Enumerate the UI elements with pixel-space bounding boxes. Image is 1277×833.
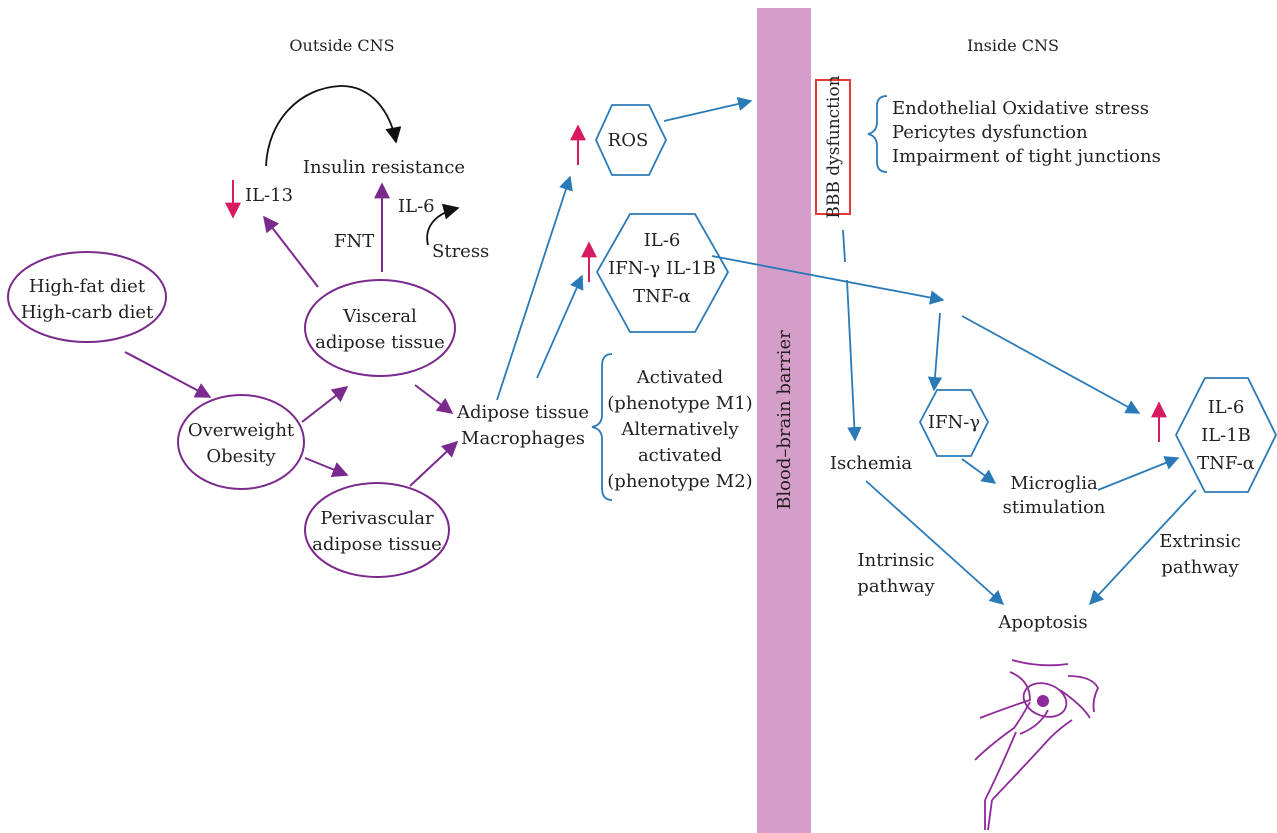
bbb-effect-2: Pericytes dysfunction <box>892 122 1088 143</box>
arrow-visceral-macrophages <box>414 384 454 414</box>
neuron-nucleus-outline <box>1022 682 1068 718</box>
perivascular-label-1: Perivascular <box>320 508 434 529</box>
ros-hexagon <box>595 104 668 176</box>
ifn-gamma-hexagon <box>918 389 990 457</box>
arrow-bbb-ischemia <box>846 279 862 442</box>
obesity-node <box>177 394 305 490</box>
arrow-branch-cytokines-right <box>961 315 1141 414</box>
cyto-right-label-1: IL-6 <box>1208 397 1245 418</box>
arrow-visceral-il13 <box>263 215 319 288</box>
m2-label-2: activated <box>638 445 722 466</box>
outside-cns-header: Outside CNS <box>289 36 394 55</box>
arrow-ros-bbb <box>663 96 753 122</box>
diet-node <box>7 251 167 343</box>
il13-insulin-curve-arrow <box>265 85 402 167</box>
neuron-illustration <box>974 659 1100 831</box>
cyto-right-label-2: IL-1B <box>1201 425 1251 446</box>
arrow-ischemia-apoptosis <box>865 480 1005 605</box>
extrinsic-label-1: Extrinsic <box>1159 531 1241 552</box>
cyto-left-label-2: IFN-γ IL-1B <box>608 258 716 279</box>
diet-label-2: High-carb diet <box>21 302 154 323</box>
bbb-effect-3: Impairment of tight junctions <box>892 146 1161 167</box>
obesity-label-2: Obesity <box>206 446 276 467</box>
bbb-effect-1: Endothelial Oxidative stress <box>892 98 1149 119</box>
stress-label: Stress <box>432 241 489 262</box>
neuron-nucleus <box>1037 695 1049 707</box>
visceral-adipose-node <box>304 279 456 377</box>
bbb-effects-brace <box>867 95 888 173</box>
cyto-right-label-3: TNF-α <box>1197 453 1255 474</box>
arrow-ifn-microglia <box>961 458 997 484</box>
insulin-resistance-label: Insulin resistance <box>303 157 465 178</box>
bbb-dysfunction-box <box>815 79 851 215</box>
extrinsic-label-2: pathway <box>1161 557 1239 578</box>
macrophages-label-1: Adipose tissue <box>456 402 589 423</box>
arrow-macrophages-ros <box>496 175 573 401</box>
microglia-label-1: Microglia <box>1010 473 1098 494</box>
perivascular-label-2: adipose tissue <box>312 534 442 555</box>
m1-label-2: (phenotype M1) <box>607 393 752 414</box>
arrow-obesity-perivascular <box>304 457 349 478</box>
cytokine-hexagon-left <box>595 213 730 333</box>
ros-label: ROS <box>608 130 649 151</box>
macrophages-label-2: Macrophages <box>461 428 585 449</box>
ifn-gamma-label: IFN-γ <box>928 412 980 433</box>
arrow-diet-obesity <box>124 351 212 398</box>
cyto-left-label-1: IL-6 <box>644 230 681 251</box>
blood-brain-barrier-bar <box>757 8 811 833</box>
bbb-dysfunction-label: BBB dysfunction <box>824 75 844 218</box>
arrow-microglia-cytokines <box>1097 456 1180 491</box>
arrow-obesity-visceral <box>301 386 349 423</box>
m2-label-1: Alternatively <box>620 419 739 440</box>
inside-cns-header: Inside CNS <box>967 36 1059 55</box>
bbb-dysfunction-tick <box>842 229 846 263</box>
arrow-macrophages-cytokines <box>536 274 584 379</box>
blood-brain-barrier-label: Blood–brain barrier <box>774 330 795 510</box>
visceral-label-2: adipose tissue <box>315 332 445 353</box>
stress-curve-arrow <box>426 203 460 246</box>
visceral-label-1: Visceral <box>342 306 417 327</box>
il6-left-label: IL-6 <box>398 196 435 217</box>
phenotype-brace <box>591 353 613 501</box>
cyto-left-label-3: TNF-α <box>633 286 691 307</box>
fnt-label: FNT <box>334 231 374 252</box>
il13-label: IL-13 <box>245 185 293 206</box>
arrow-cytokines-cross-barrier <box>711 255 945 305</box>
arrow-branch-ifn <box>927 312 943 392</box>
m1-label-1: Activated <box>636 367 723 388</box>
arrow-cytokines-apoptosis <box>1089 489 1197 606</box>
intrinsic-label-1: Intrinsic <box>858 550 935 571</box>
diet-label-1: High-fat diet <box>29 276 146 297</box>
apoptosis-label: Apoptosis <box>997 612 1087 633</box>
cytokine-hexagon-right <box>1174 377 1277 493</box>
arrow-perivascular-macrophages <box>409 440 459 487</box>
m2-label-3: (phenotype M2) <box>607 471 752 492</box>
obesity-label-1: Overweight <box>188 420 295 441</box>
perivascular-adipose-node <box>304 482 450 578</box>
microglia-label-2: stimulation <box>1003 497 1106 518</box>
intrinsic-label-2: pathway <box>857 576 935 597</box>
ischemia-label: Ischemia <box>830 453 912 474</box>
